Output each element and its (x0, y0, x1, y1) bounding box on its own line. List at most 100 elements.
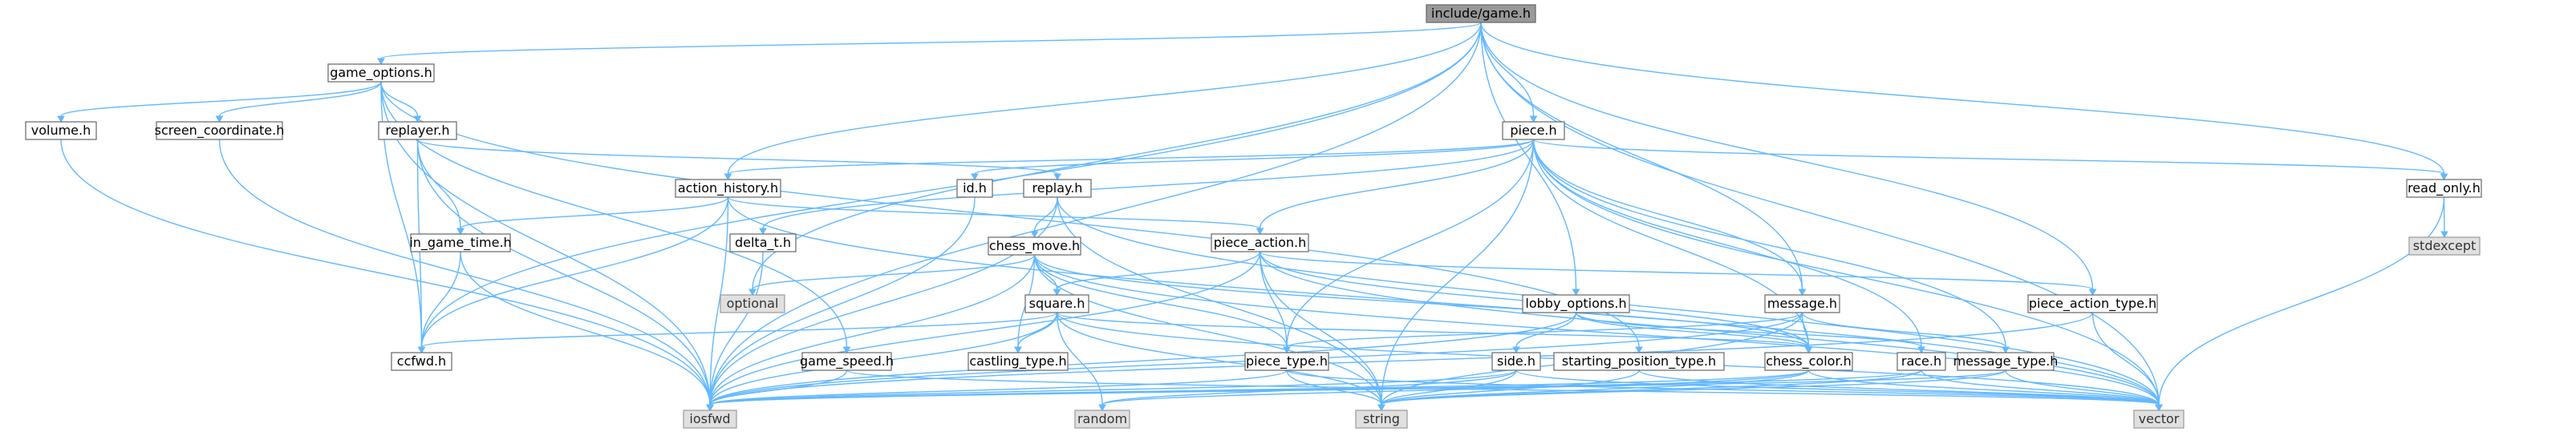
node-square-h[interactable]: square.h (1024, 294, 1089, 313)
node-game-h[interactable]: include/game.h (1426, 4, 1536, 23)
edge-piece_h-to-piece_type_h (1283, 139, 1535, 354)
node-replayer-h[interactable]: replayer.h (378, 121, 457, 140)
node-label: volume.h (31, 123, 91, 138)
edge-message_type_h-to-iosfwd (706, 369, 2006, 412)
node-label: vector (2139, 411, 2180, 426)
node-piece-type-h[interactable]: piece_type.h (1244, 352, 1329, 371)
node-message-type-h[interactable]: message_type.h (1953, 352, 2059, 371)
node-label: chess_move.h (989, 238, 1080, 254)
node-label: race.h (1901, 353, 1941, 369)
edge-message_h-to-message_type_h (1801, 312, 2010, 354)
node-label: string (1363, 411, 1400, 426)
node-label: square.h (1029, 296, 1085, 311)
edge-replayer_h-to-replay_h (416, 139, 1061, 181)
node-label: game_options.h (330, 65, 432, 81)
node-piece-action-h[interactable]: piece_action.h (1211, 233, 1309, 252)
edge-game_h-to-lobby_options_h (1480, 22, 1580, 297)
node-optional: optional (720, 294, 785, 313)
node-label: castling_type.h (969, 353, 1066, 369)
node-side-h[interactable]: side.h (1491, 352, 1541, 371)
node-castling-type-h[interactable]: castling_type.h (968, 352, 1069, 371)
edge-game_h-to-piece_h (1480, 22, 1538, 123)
node-layer: include/game.h game_options.h volume.h scre… (25, 4, 2482, 429)
node-volume-h[interactable]: volume.h (25, 121, 97, 140)
edge-game_h-to-ccfwd_h (417, 22, 1482, 354)
edge-replayer_h-to-iosfwd (416, 139, 714, 412)
node-race-h[interactable]: race.h (1897, 352, 1946, 371)
node-label: chess_color.h (1766, 353, 1852, 369)
edge-piece_h-to-message_h (1532, 139, 1807, 297)
node-label: piece.h (1510, 123, 1556, 138)
edge-message_type_h-to-vector (2005, 369, 2163, 412)
node-label: ccfwd.h (397, 353, 446, 369)
node-iosfwd: iosfwd (683, 410, 737, 429)
edge-replay_h-to-string (1057, 196, 1385, 412)
node-read-only-h[interactable]: read_only.h (2406, 179, 2482, 198)
edge-game_options_h-to-screen_coordinate_h (215, 81, 382, 123)
edge-layer (57, 22, 2448, 412)
node-piece-h[interactable]: piece.h (1502, 121, 1565, 140)
edge-game_options_h-to-volume_h (57, 81, 382, 123)
edge-game_h-to-read_only_h (1480, 22, 2448, 181)
node-ccfwd-h[interactable]: ccfwd.h (391, 352, 452, 371)
edge-side_h-to-iosfwd (706, 369, 1517, 412)
edge-read_only_h-to-stdexcept (2440, 196, 2448, 239)
node-game-speed-h[interactable]: game_speed.h (800, 352, 894, 371)
edge-piece_action_h-to-piece_action_type_h (1259, 251, 2097, 297)
node-chess-color-h[interactable]: chess_color.h (1764, 352, 1853, 371)
edge-action_history_h-to-in_game_time_h (456, 196, 729, 236)
node-label: piece_action.h (1214, 235, 1307, 251)
node-label: action_history.h (678, 180, 778, 196)
edge-game_options_h-to-replayer_h (380, 81, 422, 123)
edge-piece_h-to-delta_t_h (759, 139, 1535, 236)
edge-lobby_options_h-to-race_h (1575, 312, 1925, 354)
edge-chess_move_h-to-optional (748, 254, 1036, 297)
edge-message_h-to-chess_color_h (1801, 312, 1813, 354)
node-label: delta_t.h (735, 235, 791, 251)
node-starting-position-type-h[interactable]: starting_position_type.h (1553, 352, 1725, 371)
node-label: piece_action_type.h (2029, 296, 2156, 312)
node-stdexcept: stdexcept (2408, 236, 2481, 256)
edge-volume_h-to-iosfwd (60, 139, 714, 412)
node-label: in_game_time.h (409, 235, 511, 251)
edge-square_h-to-ccfwd_h (417, 312, 1058, 354)
edge-piece_h-to-id_h (971, 139, 1535, 181)
edge-read_only_h-to-vector (2155, 196, 2445, 412)
node-in-game-time-h[interactable]: in_game_time.h (409, 233, 512, 252)
edge-game_h-to-iosfwd (706, 22, 1482, 412)
node-random: random (1074, 410, 1130, 429)
edge-piece_action_h-to-square_h (1053, 251, 1261, 297)
node-screen-coordinate-h[interactable]: screen_coordinate.h (155, 121, 285, 140)
node-label: replay.h (1032, 180, 1083, 196)
edge-message_h-to-piece_type_h (1283, 312, 1803, 354)
node-lobby-options-h[interactable]: lobby_options.h (1522, 294, 1630, 313)
node-message-h[interactable]: message.h (1764, 294, 1840, 313)
edge-game_h-to-action_history_h (724, 22, 1482, 181)
edge-piece_h-to-action_history_h (724, 139, 1535, 181)
edge-chess_color_h-to-random (1098, 369, 1810, 412)
node-label: lobby_options.h (1525, 296, 1626, 312)
node-label: include/game.h (1431, 6, 1531, 21)
edge-game_h-to-vector (1480, 22, 2163, 412)
node-label: side.h (1497, 353, 1535, 369)
edge-replayer_h-to-in_game_time_h (416, 139, 464, 236)
edge-game_h-to-game_options_h (377, 22, 1482, 66)
node-replay-h[interactable]: replay.h (1023, 179, 1092, 198)
node-label: replayer.h (385, 123, 449, 138)
node-label: message_type.h (1953, 353, 2059, 369)
node-label: id.h (963, 180, 987, 196)
edge-screen_coordinate_h-to-iosfwd (218, 139, 714, 412)
edge-in_game_time_h-to-iosfwd (460, 251, 714, 412)
node-delta-t-h[interactable]: delta_t.h (729, 233, 797, 252)
node-game-options-h[interactable]: game_options.h (327, 63, 435, 83)
edge-piece_type_h-to-string (1286, 369, 1385, 412)
node-piece-action-type-h[interactable]: piece_action_type.h (2027, 294, 2158, 313)
node-label: screen_coordinate.h (155, 123, 285, 139)
node-label: optional (727, 296, 779, 311)
node-action-history-h[interactable]: action_history.h (675, 179, 781, 198)
node-id-h[interactable]: id.h (956, 179, 993, 198)
node-chess-move-h[interactable]: chess_move.h (988, 236, 1081, 256)
node-label: random (1077, 411, 1127, 426)
node-label: message.h (1767, 296, 1837, 311)
